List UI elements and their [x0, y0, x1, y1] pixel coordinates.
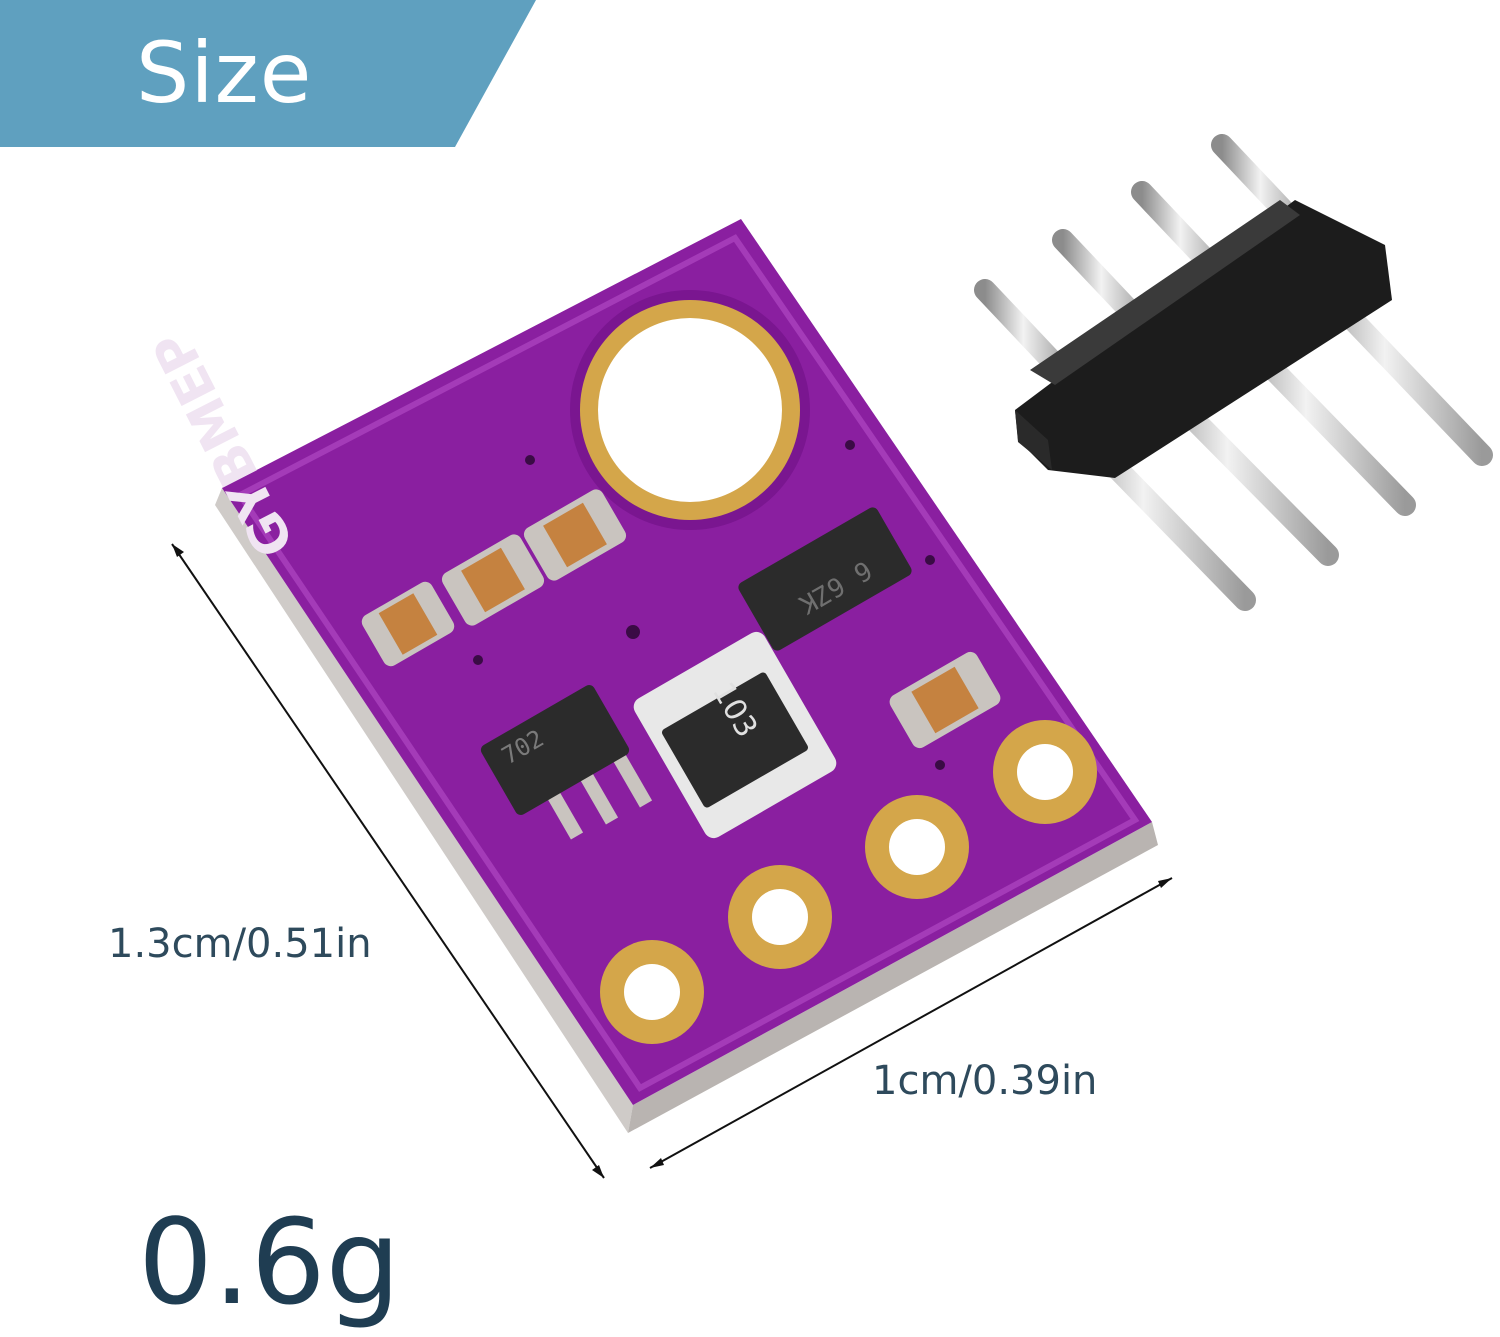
capacitor — [361, 581, 455, 667]
header-pad — [728, 865, 832, 969]
width-label: 1cm/0.39in — [872, 1058, 1098, 1104]
pin-header — [974, 134, 1493, 611]
height-label: 1.3cm/0.51in — [108, 921, 372, 967]
mounting-hole — [570, 290, 810, 530]
header-pad — [865, 795, 969, 899]
capacitor — [523, 489, 627, 581]
header-banner — [0, 0, 536, 147]
capacitor — [441, 534, 545, 626]
sensor-board: GYBMEP 6 6ZK 702 — [142, 219, 1158, 1133]
width-dimension-line — [649, 877, 1173, 1169]
silkscreen-label: GYBMEP — [142, 321, 306, 566]
page-title: Size — [136, 24, 313, 122]
header-pad — [993, 720, 1097, 824]
weight-label: 0.6g — [138, 1193, 401, 1331]
height-dimension-line — [171, 543, 605, 1179]
resistor-array: 103 — [633, 631, 837, 839]
capacitor — [889, 651, 1001, 749]
header-pad — [600, 940, 704, 1044]
regulator-chip: 6 6ZK — [738, 507, 912, 651]
